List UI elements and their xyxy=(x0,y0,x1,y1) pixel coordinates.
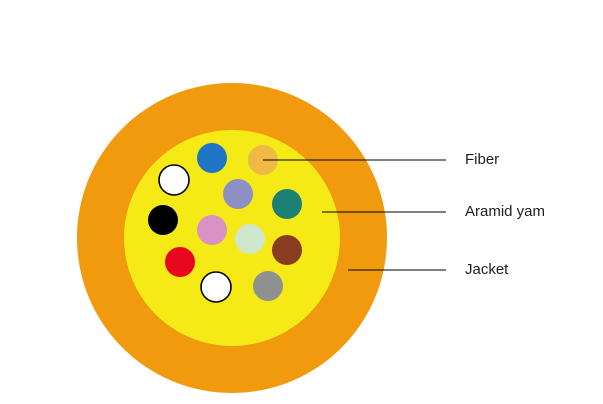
fiber-strand-8 xyxy=(235,224,265,254)
fiber-group xyxy=(148,143,302,303)
fiber-strand-11 xyxy=(200,271,232,303)
fiber-strand-3 xyxy=(158,164,190,196)
fiber-strand-6 xyxy=(148,205,178,235)
fiber-strand-4 xyxy=(223,179,253,209)
fiber-strand-9 xyxy=(272,235,302,265)
jacket-label: Jacket xyxy=(465,261,509,278)
fiber-strand-12 xyxy=(253,271,283,301)
callout-leader-lines xyxy=(263,159,446,271)
aramid-yarn-layer xyxy=(124,130,340,346)
fiber-strand-1 xyxy=(197,143,227,173)
fiber-strand-7 xyxy=(197,215,227,245)
fiber-label: Fiber xyxy=(465,151,500,168)
aramid-yarn-label: Aramid yam xyxy=(465,203,546,220)
fiber-strand-5 xyxy=(272,189,302,219)
fiber-strand-10 xyxy=(165,247,195,277)
